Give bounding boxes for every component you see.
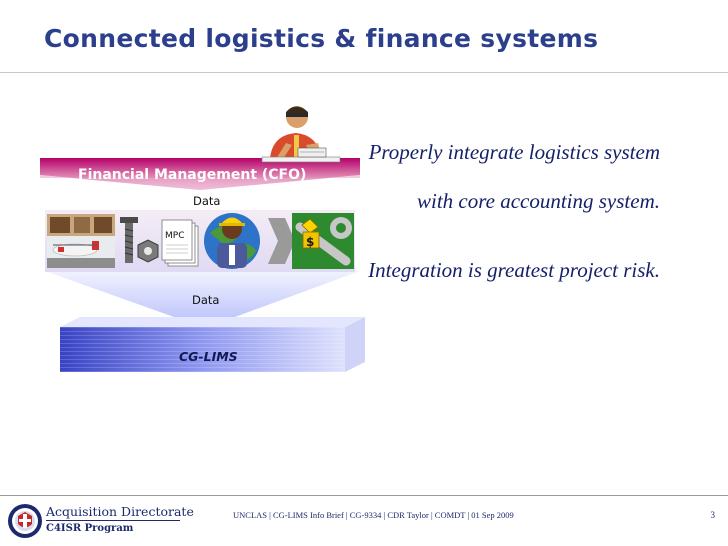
- data-label-bottom: Data: [192, 293, 219, 307]
- coast-guard-seal-icon: [8, 504, 42, 538]
- org-name: Acquisition Directorate: [46, 504, 194, 519]
- integration-diagram: Financial Management (CFO) Data Data: [40, 106, 365, 372]
- cg-lims-label: CG-LIMS: [179, 349, 238, 364]
- slide-title: Connected logistics & finance systems: [44, 24, 599, 53]
- data-funnel: [45, 271, 360, 328]
- money-wrench-icon: [292, 213, 354, 269]
- bolt-nut-icon: [120, 217, 159, 263]
- footer-divider: [0, 495, 728, 496]
- message-integration: Properly integrate logistics system with…: [368, 140, 660, 213]
- flow-arrow-icon: [268, 218, 295, 264]
- directorate-logo: Acquisition Directorate C4ISR Program: [46, 504, 194, 535]
- cg-lims-platform: [60, 317, 365, 372]
- title-divider: [0, 72, 728, 73]
- finance-officer-icon: [261, 106, 341, 163]
- program-name: C4ISR Program: [46, 523, 134, 534]
- dollar-symbol: $: [306, 235, 314, 249]
- worker-globe-icon: [204, 213, 260, 269]
- aircraft-photo-icon: [47, 214, 115, 268]
- finance-band-label: Financial Management (CFO): [78, 167, 306, 183]
- finance-band: [40, 158, 360, 190]
- data-label-top: Data: [193, 194, 220, 208]
- message-risk: Integration is greatest project risk.: [368, 258, 660, 282]
- classification-footer: UNCLAS | CG-LIMS Info Brief | CG-9334 | …: [233, 510, 514, 520]
- key-messages: Properly integrate logistics system with…: [360, 128, 660, 295]
- mpc-label: MPC: [165, 231, 184, 241]
- page-number: 3: [710, 510, 716, 520]
- mpc-documents-icon: [161, 219, 199, 267]
- org-underline: [46, 520, 180, 521]
